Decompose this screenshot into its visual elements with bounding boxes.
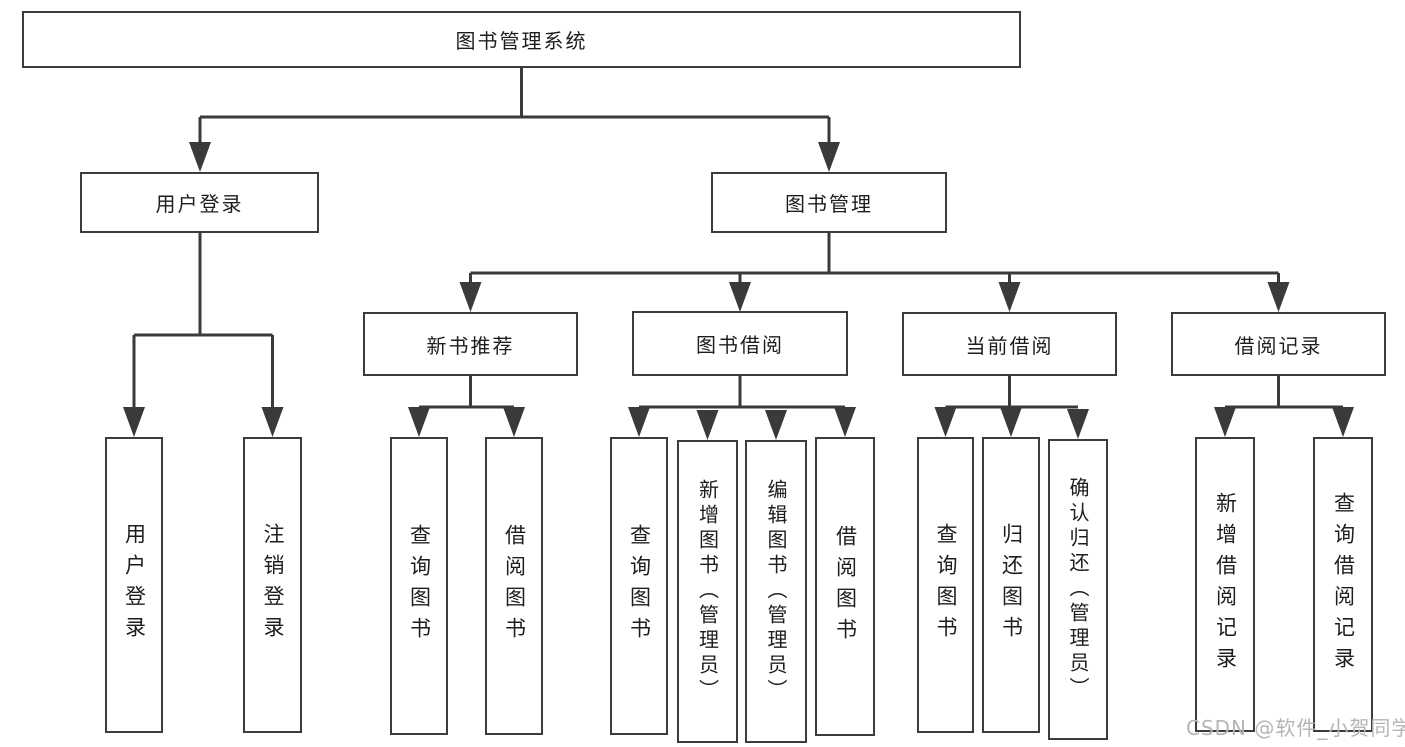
node-label: 用户登录 [122,523,147,647]
node-label: 当前借阅 [965,333,1054,358]
node-label: 新增图书（管理员） [695,479,720,704]
node-borrowing-records: 借阅记录 [1171,312,1386,376]
csdn-watermark: CSDN @软件_小贺同学 [1186,716,1405,740]
node-book-borrowing: 图书借阅 [632,311,848,376]
node-label: 归还图书 [999,523,1024,647]
node-label: 编辑图书（管理员） [764,479,788,704]
node-label: 新增借阅记录 [1213,491,1238,678]
node-bb-query-books: 查询图书 [610,437,668,735]
node-bb-edit-books-admin: 编辑图书（管理员） [745,440,807,743]
node-logout: 注销登录 [243,437,302,733]
node-label: 查询借阅记录 [1331,491,1356,678]
node-label: 查询图书 [934,523,958,647]
node-new-book-recommend: 新书推荐 [363,312,578,376]
node-book-management: 图书管理 [711,172,947,233]
node-nbr-borrow-books: 借阅图书 [485,437,543,735]
node-label: 用户登录 [155,192,244,216]
node-label: 图书借阅 [696,333,784,357]
arrowheads [123,142,1354,440]
node-user-login: 用户登录 [105,437,163,733]
node-br-query-borrow-record: 查询借阅记录 [1313,437,1373,732]
node-label: 借阅图书 [502,524,527,648]
node-bb-add-books-admin: 新增图书（管理员） [677,440,738,743]
node-label: 图书管理系统 [455,29,588,53]
node-current-borrowing: 当前借阅 [902,312,1117,376]
node-label: 借阅图书 [833,524,858,649]
node-nbr-query-books: 查询图书 [390,437,448,735]
node-label: 新书推荐 [426,333,515,358]
node-label: 查询图书 [407,524,432,648]
node-label: 借阅记录 [1234,333,1323,358]
node-label: 图书管理 [785,192,873,216]
node-cb-query-books: 查询图书 [917,437,974,733]
node-bb-borrow-books: 借阅图书 [815,437,875,736]
node-user-login-group: 用户登录 [80,172,319,233]
node-br-add-borrow-record: 新增借阅记录 [1195,437,1255,732]
node-label: 查询图书 [627,524,652,648]
node-label: 确认归还（管理员） [1066,477,1090,702]
node-cb-return-books: 归还图书 [982,437,1040,733]
node-cb-confirm-return-admin: 确认归还（管理员） [1048,439,1108,740]
node-label: 注销登录 [261,523,285,647]
node-library-management-system: 图书管理系统 [22,11,1021,68]
